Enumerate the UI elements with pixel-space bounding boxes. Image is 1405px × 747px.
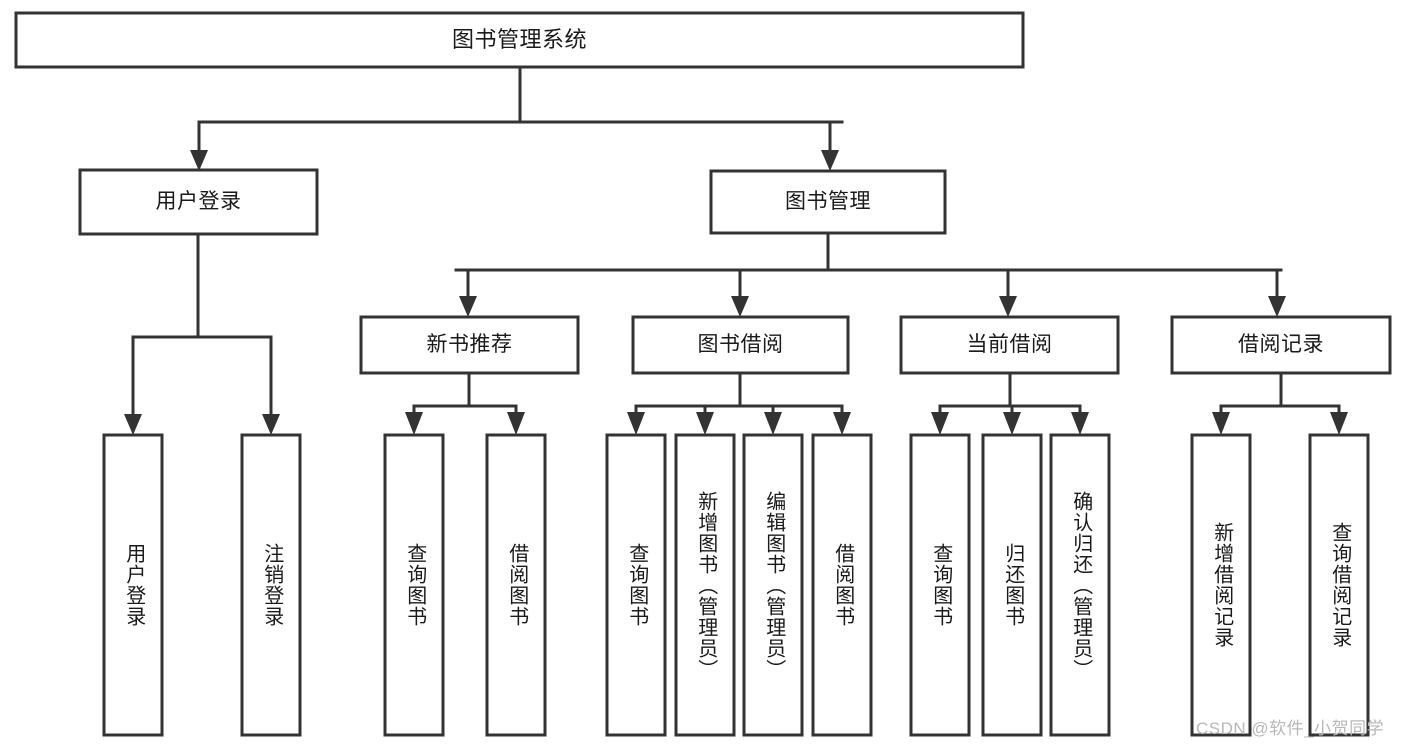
node-box-borrow-record xyxy=(1170,315,1392,375)
node-box-leaf-borrow-book xyxy=(811,433,873,737)
node-box-leaf-query-book-rec xyxy=(383,433,445,737)
node-box-leaf-query-book-borrow xyxy=(605,433,667,737)
connector-new-book-recommend-to-leaves xyxy=(405,371,525,435)
node-box-leaf-borrow-book-rec xyxy=(485,433,547,737)
node-box-user-login xyxy=(78,168,319,236)
node-box-root xyxy=(14,11,1025,69)
node-box-book-manage xyxy=(709,169,947,235)
node-box-leaf-logout xyxy=(240,433,302,737)
connector-book-borrow-to-leaves xyxy=(627,371,851,435)
node-box-leaf-edit-book-admin xyxy=(742,433,804,737)
connector-current-borrow-to-leaves xyxy=(931,371,1089,435)
node-box-leaf-add-book-admin xyxy=(674,433,736,737)
node-box-new-book-recommend xyxy=(359,315,580,375)
connector-root-to-level1 xyxy=(190,65,844,171)
csdn-watermark: CSDN @软件_小贺同学 xyxy=(1196,719,1385,738)
node-box-leaf-query-book-cur xyxy=(909,433,971,737)
node-box-leaf-confirm-return-admin xyxy=(1049,433,1111,737)
node-box-leaf-add-borrow-record xyxy=(1190,433,1252,737)
node-box-leaf-query-borrow-record xyxy=(1308,433,1370,737)
node-box-leaf-return-book xyxy=(981,433,1043,737)
connector-book-manage-to-level2 xyxy=(454,231,1286,317)
node-box-leaf-user-login xyxy=(102,433,164,737)
node-box-current-borrow xyxy=(899,315,1120,375)
connector-user-login-to-leaves xyxy=(124,232,280,435)
connector-borrow-record-to-leaves xyxy=(1212,371,1348,435)
node-box-book-borrow xyxy=(631,315,850,375)
